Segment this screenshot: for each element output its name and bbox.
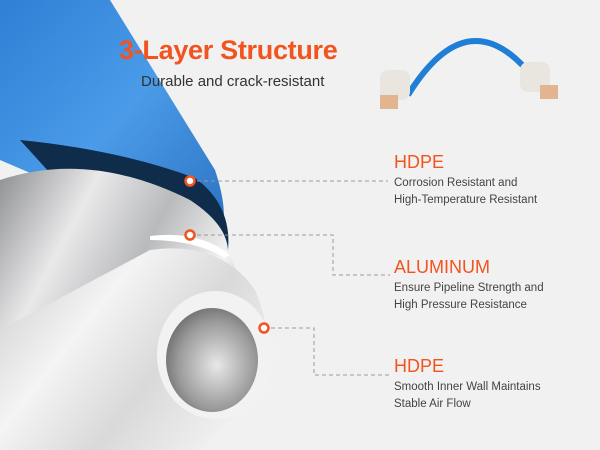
leader-lines	[190, 180, 390, 376]
layer-name: HDPE	[394, 152, 445, 172]
desc-line: Stable Air Flow	[394, 398, 471, 410]
desc-line: Smooth Inner Wall Maintains	[394, 381, 541, 393]
desc-line: High-Temperature Resistant	[394, 194, 538, 206]
layer-description: Ensure Pipeline Strength and High Pressu…	[394, 280, 544, 314]
layer-name: ALUMINUM	[394, 257, 491, 277]
marker-dot-middle	[184, 229, 196, 241]
desc-line: High Pressure Resistance	[394, 299, 527, 311]
layer-name: HDPE	[394, 356, 445, 376]
layer-description: Smooth Inner Wall Maintains Stable Air F…	[394, 379, 541, 413]
inner-hdpe-layer	[0, 248, 273, 450]
layer-label-inner-hdpe: HDPE Smooth Inner Wall Maintains Stable …	[394, 356, 541, 413]
desc-line: Corrosion Resistant and	[394, 177, 518, 189]
layer-description: Corrosion Resistant and High-Temperature…	[394, 175, 537, 209]
layer-label-outer-hdpe: HDPE Corrosion Resistant and High-Temper…	[394, 152, 537, 209]
layer-label-aluminum: ALUMINUM Ensure Pipeline Strength and Hi…	[394, 257, 544, 314]
desc-line: Ensure Pipeline Strength and	[394, 282, 544, 294]
page-title: 3-Layer Structure	[119, 35, 338, 65]
page-subtitle: Durable and crack-resistant	[141, 73, 325, 90]
marker-dot-outer	[184, 175, 196, 187]
flex-pipe-demo-image	[380, 38, 558, 109]
marker-dot-inner	[258, 322, 270, 334]
